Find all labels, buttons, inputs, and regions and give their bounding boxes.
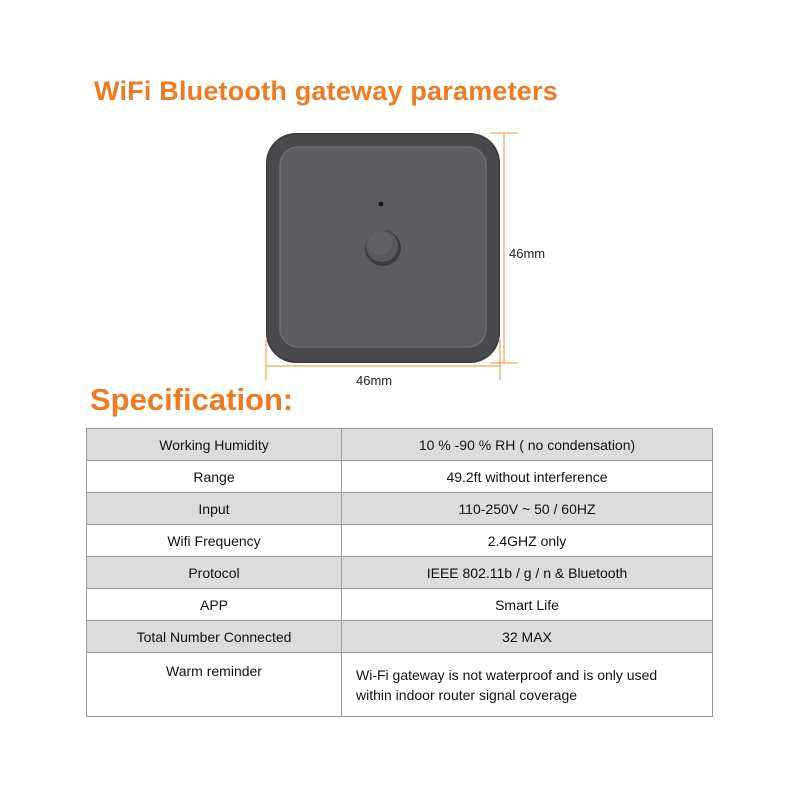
spec-label: Wifi Frequency xyxy=(86,524,342,557)
table-row: Range 49.2ft without interference xyxy=(86,460,713,493)
device-illustration: 46mm 46mm xyxy=(265,132,546,388)
table-row: Warm reminder Wi-Fi gateway is not water… xyxy=(86,652,713,717)
table-row: Input 110-250V ~ 50 / 60HZ xyxy=(86,492,713,525)
spec-value: Wi-Fi gateway is not waterproof and is o… xyxy=(341,652,713,717)
reset-button-highlight xyxy=(368,231,392,255)
specification-table: Working Humidity 10 % -90 % RH ( no cond… xyxy=(86,428,713,717)
page-title: WiFi Bluetooth gateway parameters xyxy=(94,76,558,106)
width-dimension-label: 46mm xyxy=(356,373,393,388)
spec-value: 110-250V ~ 50 / 60HZ xyxy=(341,492,713,525)
table-row: Total Number Connected 32 MAX xyxy=(86,620,713,653)
height-dimension-label: 46mm xyxy=(509,246,546,261)
spec-value: 2.4GHZ only xyxy=(341,524,713,557)
spec-value: IEEE 802.11b / g / n & Bluetooth xyxy=(341,556,713,589)
spec-value: Smart Life xyxy=(341,588,713,621)
spec-value-line: Wi-Fi gateway is not waterproof and is o… xyxy=(356,666,658,683)
spec-label: Range xyxy=(86,460,342,493)
spec-value-line: within indoor router signal coverage xyxy=(356,686,578,703)
spec-value: 49.2ft without interference xyxy=(341,460,713,493)
spec-label: Warm reminder xyxy=(86,652,342,717)
spec-label: Working Humidity xyxy=(86,428,342,461)
spec-label: Total Number Connected xyxy=(86,620,342,653)
table-row: APP Smart Life xyxy=(86,588,713,621)
spec-label: Protocol xyxy=(86,556,342,589)
gateway-device-image xyxy=(265,132,518,380)
spec-value: 10 % -90 % RH ( no condensation) xyxy=(341,428,713,461)
table-row: Protocol IEEE 802.11b / g / n & Bluetoot… xyxy=(86,556,713,589)
spec-label: Input xyxy=(86,492,342,525)
spec-value: 32 MAX xyxy=(341,620,713,653)
spec-label: APP xyxy=(86,588,342,621)
indicator-led xyxy=(378,201,384,207)
specification-title: Specification: xyxy=(90,382,294,417)
table-row: Wifi Frequency 2.4GHZ only xyxy=(86,524,713,557)
table-row: Working Humidity 10 % -90 % RH ( no cond… xyxy=(86,428,713,461)
